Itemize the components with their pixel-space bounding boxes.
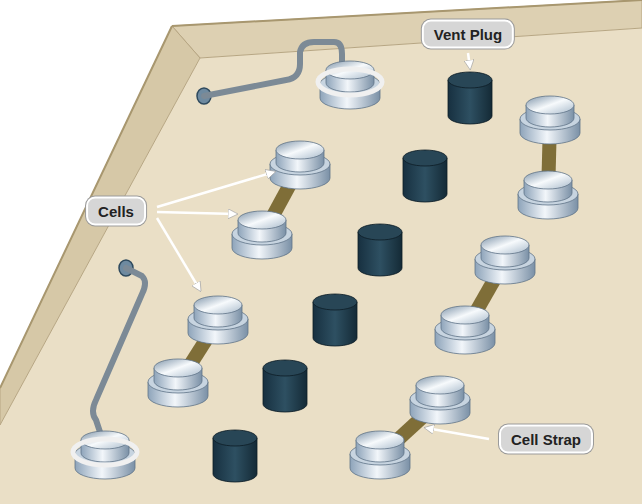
part-label: Vent Plug: [422, 20, 514, 49]
part-label: Cell Strap: [499, 425, 593, 454]
part-label: Cells: [86, 197, 146, 226]
